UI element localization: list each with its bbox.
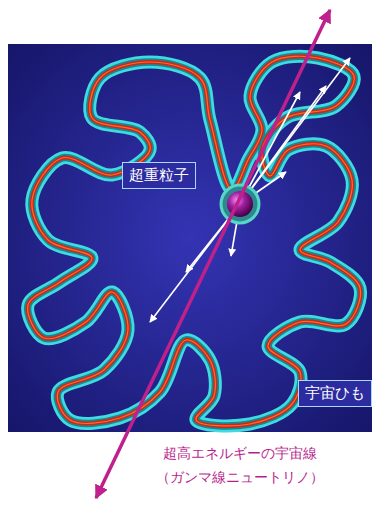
ray-arrow	[150, 204, 240, 322]
label-text: 宇宙ひも	[305, 384, 365, 403]
string-label-box: 宇宙ひも	[298, 380, 372, 407]
string-stroke	[28, 56, 361, 426]
string-stroke	[28, 56, 361, 426]
particle-halo	[221, 185, 259, 223]
ray-arrow	[240, 86, 326, 204]
string-stroke	[28, 56, 361, 426]
string-stroke	[28, 56, 361, 426]
particle-rays	[150, 58, 350, 322]
particle-label-box: 超重粒子	[122, 162, 196, 189]
space-background	[8, 44, 372, 432]
cosmic-ray-arrow	[96, 10, 330, 498]
cosmic-ray-caption: 超高エネルギーの宇宙線 （ガンマ線ニュートリノ）	[120, 442, 360, 490]
label-text: 超重粒子	[129, 166, 189, 185]
cosmic-string	[28, 56, 361, 426]
